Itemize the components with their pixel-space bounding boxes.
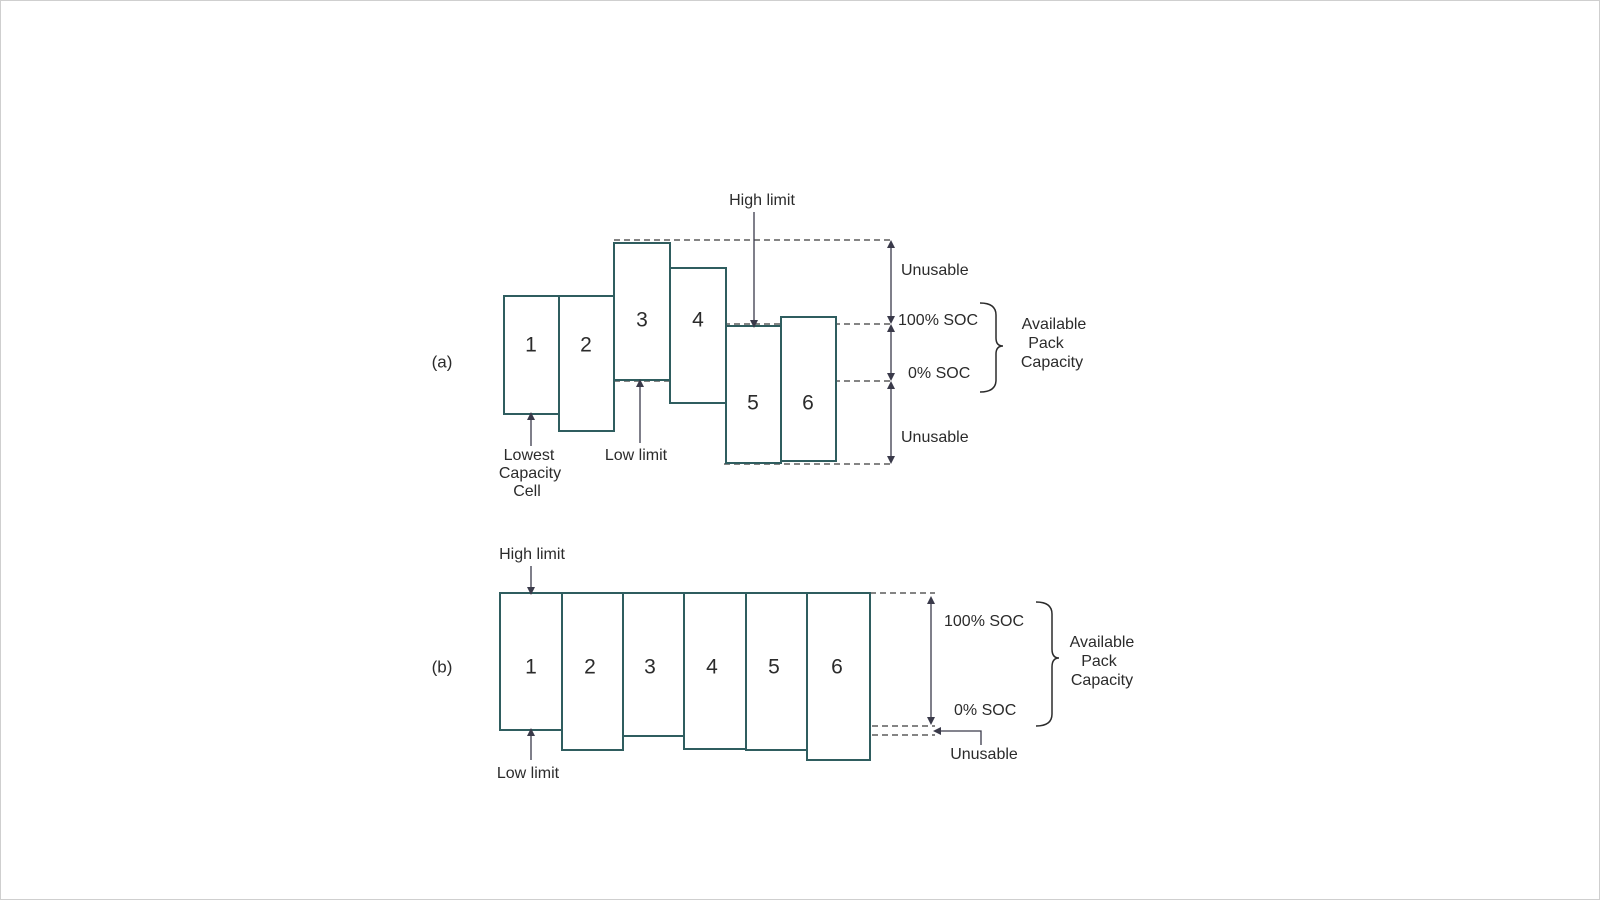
lowest-capacity-line-1: Lowest: [504, 447, 555, 464]
cell-b-5-label: 5: [768, 656, 780, 679]
cell-b-4-label: 4: [706, 656, 718, 679]
cell-a-4-label: 4: [692, 309, 704, 332]
unusable-pointer-b: [933, 727, 982, 745]
available-capacity-brace-b: [1035, 601, 1060, 727]
cell-b-4: [683, 592, 747, 750]
cell-a-6: [780, 316, 837, 462]
panel-b-label: (b): [432, 657, 453, 676]
available-pack-capacity-a-line-2: Pack: [1028, 335, 1065, 352]
available-capacity-brace-a: [979, 302, 1004, 393]
panel-a-label: (a): [432, 352, 453, 371]
panel-a: (a) 1 2 3 4 5 6 High limit Lowest Capaci…: [432, 192, 1087, 500]
unusable-label-b: Unusable: [950, 746, 1018, 763]
cell-a-4: [669, 267, 727, 404]
available-pack-capacity-b-line-2: Pack: [1081, 653, 1118, 670]
soc-100-label-b: 100% SOC: [944, 613, 1024, 630]
cell-a-1: [503, 295, 560, 415]
lowest-capacity-line-2: Capacity: [499, 465, 561, 482]
cell-b-1-label: 1: [525, 656, 537, 679]
cell-a-5-label: 5: [747, 392, 759, 415]
high-limit-label-b: High limit: [499, 546, 565, 563]
low-limit-label-a: Low limit: [605, 447, 668, 464]
cell-a-2-label: 2: [580, 334, 592, 357]
unusable-bottom-label: Unusable: [901, 429, 969, 446]
available-pack-capacity-b-line-1: Available: [1070, 634, 1135, 651]
cell-a-2: [558, 295, 615, 432]
soc-0-label-b: 0% SOC: [954, 702, 1016, 719]
cell-b-3: [622, 592, 685, 737]
low-limit-label-b: Low limit: [497, 765, 560, 782]
soc-0-label-a: 0% SOC: [908, 365, 970, 382]
cell-a-3-label: 3: [636, 309, 648, 332]
available-pack-capacity-a-line-1: Available: [1022, 316, 1087, 333]
cell-a-5: [725, 325, 782, 464]
cell-b-2-label: 2: [584, 656, 596, 679]
unusable-top-label: Unusable: [901, 262, 969, 279]
high-limit-label-a: High limit: [729, 192, 795, 209]
available-pack-capacity-b-line-3: Capacity: [1071, 672, 1133, 689]
cell-b-3-label: 3: [644, 656, 656, 679]
available-pack-capacity-a-line-3: Capacity: [1021, 354, 1083, 371]
lowest-capacity-line-3: Cell: [513, 483, 541, 500]
cell-b-5: [745, 592, 808, 751]
panel-b: (b) 1 2 3 4 5 6 High limit Low limit 100…: [432, 546, 1135, 782]
cell-a-6-label: 6: [802, 392, 814, 415]
cell-b-6: [806, 592, 871, 761]
cell-a-1-label: 1: [525, 334, 537, 357]
cell-b-6-label: 6: [831, 656, 843, 679]
soc-100-label-a: 100% SOC: [898, 312, 978, 329]
